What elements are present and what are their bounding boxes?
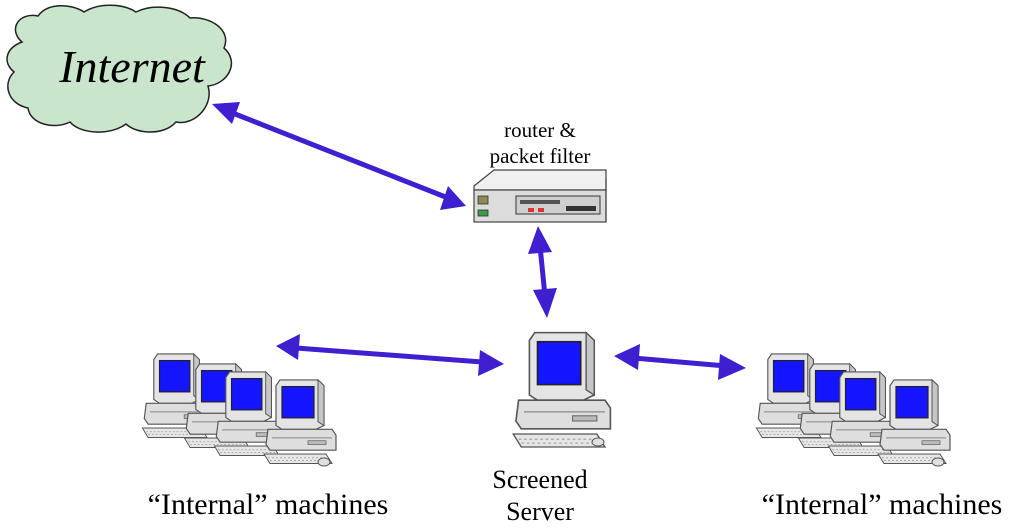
computer-icon: [512, 331, 612, 448]
internet-label: Internet: [58, 41, 206, 92]
internal-machines-left: “Internal” machines: [141, 353, 389, 521]
internal-machines-right: “Internal” machines: [755, 353, 1003, 521]
arrow-head: [478, 350, 504, 376]
arrow-head: [212, 102, 240, 124]
router: router & packet filter: [473, 118, 607, 223]
connection-server-right: [614, 344, 746, 380]
router-label-line2: packet filter: [490, 144, 591, 168]
arrow-head: [528, 226, 552, 254]
connection-router-server: [528, 226, 557, 318]
internal-left-label: “Internal” machines: [148, 488, 389, 521]
arrow-head: [440, 186, 466, 210]
internet-cloud: Internet: [6, 4, 233, 133]
screened-server: Screened Server: [492, 331, 612, 526]
arrow-head: [533, 288, 557, 318]
computer-cluster-icon: [141, 353, 337, 467]
router-icon: [473, 169, 607, 223]
router-label-line1: router &: [504, 118, 576, 142]
arrow-head: [614, 344, 640, 370]
arrow-head: [718, 354, 746, 380]
connection-internet-router: [212, 102, 466, 210]
arrow-head: [276, 334, 300, 360]
internal-right-label: “Internal” machines: [762, 488, 1003, 521]
server-label-line1: Screened: [492, 465, 587, 494]
server-label-line2: Server: [506, 497, 574, 526]
connection-left-server: [276, 334, 504, 376]
cloud-icon: [6, 4, 233, 133]
computer-cluster-icon: [755, 353, 951, 467]
